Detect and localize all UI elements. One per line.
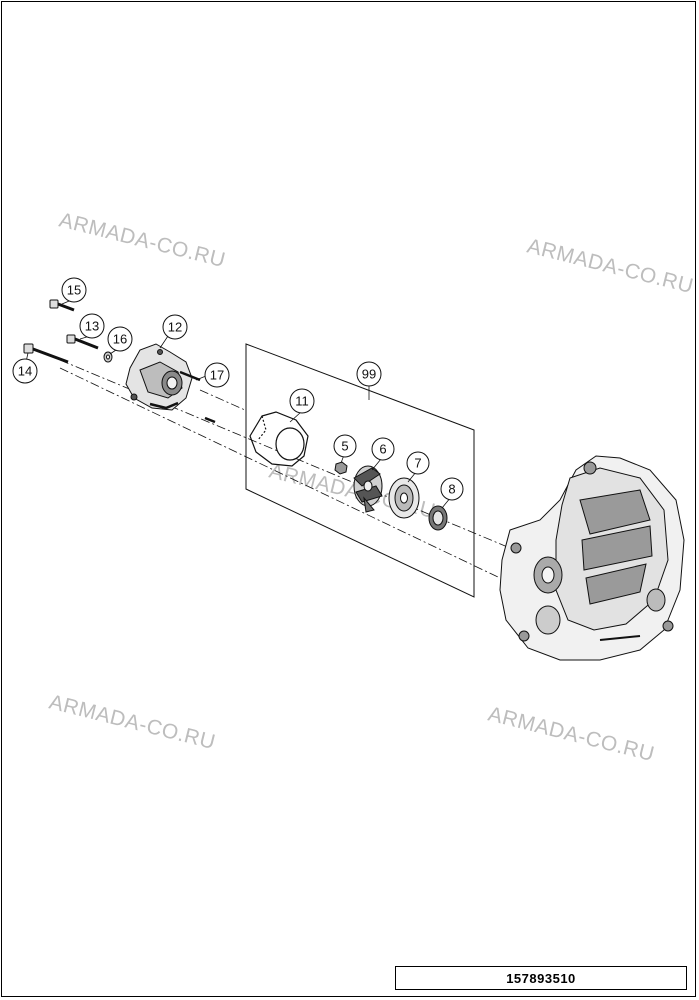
callout-8: 8: [440, 477, 464, 501]
shaft-seal-part-7: [388, 477, 420, 519]
watermark: ARMADA-CO.RU: [47, 691, 218, 755]
svg-text:16: 16: [113, 332, 127, 347]
document-number: 157893510: [395, 966, 687, 990]
svg-text:14: 14: [18, 364, 32, 379]
callout-11: 11: [289, 388, 315, 414]
kit-bracket-box: [245, 343, 475, 598]
svg-text:13: 13: [85, 319, 99, 334]
engine-cover-housing: [499, 455, 685, 661]
svg-text:11: 11: [295, 394, 309, 409]
svg-text:5: 5: [341, 439, 348, 454]
callout-15: 15: [61, 277, 87, 303]
callout-16: 16: [107, 326, 133, 352]
svg-text:6: 6: [379, 442, 386, 457]
callout-99: 99: [356, 361, 382, 387]
nut-part-5: [334, 461, 348, 475]
water-pump-cover-part-12: [125, 343, 193, 411]
callout-14: 14: [12, 358, 38, 384]
long-bolt-part-14: [23, 343, 69, 364]
callout-17: 17: [204, 362, 230, 388]
svg-text:8: 8: [448, 482, 455, 497]
gasket-part-11: [249, 411, 309, 467]
svg-text:99: 99: [362, 367, 376, 382]
impeller-part-6: [353, 465, 383, 513]
watermark: ARMADA-CO.RU: [57, 209, 228, 273]
callout-12: 12: [162, 314, 188, 340]
callout-5: 5: [333, 434, 357, 458]
callout-6: 6: [371, 437, 395, 461]
pin-part-17: [179, 370, 216, 424]
watermark: ARMADA-CO.RU: [486, 703, 657, 767]
callout-7: 7: [406, 451, 430, 475]
svg-text:15: 15: [67, 283, 81, 298]
washer-part-16: [103, 351, 113, 363]
watermark: ARMADA-CO.RU: [525, 235, 696, 299]
bolt-part-13: [66, 334, 99, 350]
seal-ring-part-8: [428, 505, 448, 531]
callout-13: 13: [79, 313, 105, 339]
svg-text:17: 17: [210, 368, 224, 383]
svg-text:7: 7: [414, 456, 421, 471]
bolt-part-15: [49, 299, 75, 312]
svg-text:12: 12: [168, 320, 182, 335]
